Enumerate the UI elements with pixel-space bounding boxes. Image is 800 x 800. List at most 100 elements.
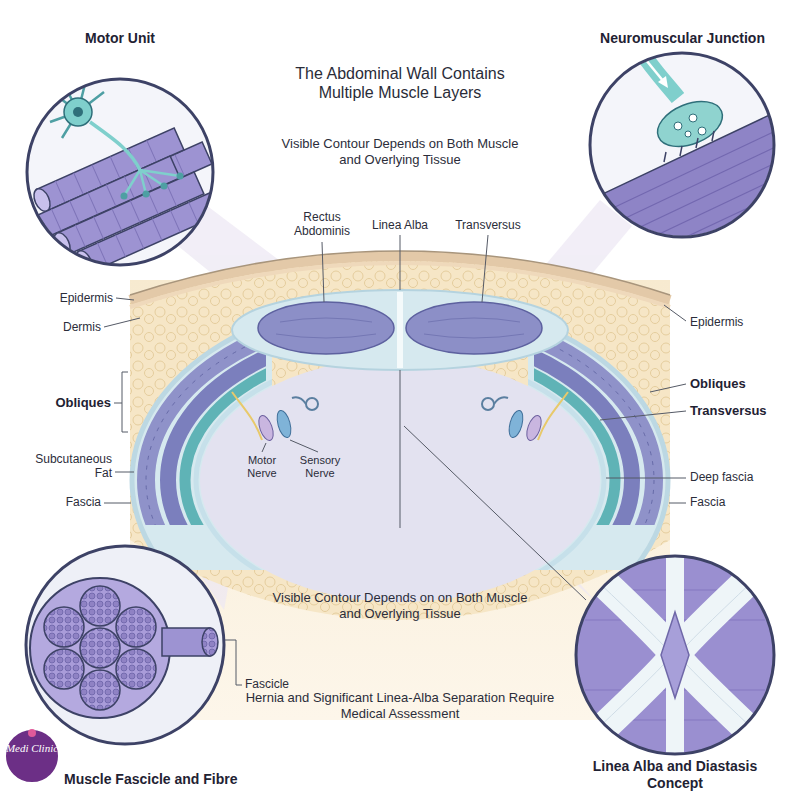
nerve: [538, 392, 568, 440]
inset-heading: Muscle Fascicle and Fibre: [64, 771, 238, 788]
part-label: Motor Nerve: [235, 454, 289, 480]
part-label: Fascia: [690, 495, 725, 509]
rectus-abdominis: [406, 302, 542, 354]
leader-line: [669, 503, 686, 504]
rectus-abdominis: [397, 292, 403, 368]
junction-inset: [674, 122, 682, 130]
leader-line: [650, 384, 686, 392]
motor-unit-inset: [64, 98, 92, 126]
leader-line: [262, 443, 266, 452]
clinic-logo: [5, 729, 59, 783]
leader-line: [115, 472, 134, 473]
clinic-logo: [28, 729, 36, 737]
fascicle-inset: [44, 607, 84, 647]
nerve: [494, 397, 508, 404]
junction-inset: [590, 50, 790, 268]
part-label: Visible Contour Depends on on Both Muscl…: [270, 590, 530, 621]
leader-line: [114, 372, 128, 432]
inset-circle: Linea Alba and Diastasis Concept: [560, 550, 790, 792]
nerve: [507, 409, 526, 439]
nerve: [292, 397, 306, 404]
leader-line: [600, 411, 686, 420]
leader-line: [104, 318, 140, 327]
junction-inset: [685, 131, 691, 137]
motor-unit-inset: [121, 193, 128, 200]
junction-inset: [651, 93, 729, 156]
fascicle-inset: [116, 607, 156, 647]
part-label: Hernia and Significant Linea-Alba Separa…: [235, 690, 565, 721]
nerve: [482, 398, 494, 410]
part-label: Sensory Nerve: [293, 454, 347, 480]
leader-line: [606, 478, 686, 479]
leader-line: [400, 370, 401, 528]
leader-line: [400, 235, 401, 290]
motor-unit-inset: [27, 79, 213, 265]
fascicle-inset: [30, 578, 170, 718]
fascicle-inset: [44, 649, 84, 689]
motor-unit-inset: [124, 170, 180, 196]
fascicle-inset: [116, 649, 156, 689]
clinic-logo: [5, 729, 59, 783]
part-label: Fascia: [66, 495, 101, 509]
inset-circle: Neuromuscular Junction: [570, 30, 795, 240]
nerve: [275, 409, 294, 439]
muscle-layers: [185, 345, 615, 615]
rectus-abdominis: [232, 290, 568, 370]
motor-unit-inset: [90, 122, 140, 170]
leader-line: [322, 242, 324, 302]
junction-inset: [646, 60, 664, 82]
nerve: [256, 414, 276, 443]
motor-unit-inset: [161, 183, 168, 190]
muscle-layers: [168, 330, 632, 630]
junction-inset: [689, 114, 697, 122]
linea-alba-inset: [576, 556, 774, 754]
linea-alba-inset: [585, 552, 765, 758]
nerve: [524, 414, 544, 443]
part-label: Subcutaneous Fat: [20, 452, 112, 481]
part-label: Deep fascia: [690, 470, 753, 484]
part-label: Obliques: [55, 395, 111, 411]
fascicle-inset: [80, 628, 120, 668]
part-label: Transversus: [690, 403, 767, 419]
fascicle-inset: [26, 546, 224, 744]
part-label: Obliques: [690, 376, 746, 392]
leader-line: [664, 305, 686, 321]
fascicle-inset: [26, 546, 224, 744]
fascicle-inset: [26, 546, 224, 744]
fascia-layer: [196, 354, 604, 606]
leader-line: [290, 440, 318, 452]
fascicle-inset: [30, 578, 218, 718]
motor-unit-inset: [177, 173, 184, 180]
linea-alba-inset: [661, 612, 689, 698]
junction-inset: [590, 50, 790, 268]
motor-unit-inset: [27, 76, 226, 276]
junction-inset: [590, 53, 774, 237]
part-label: Transversus: [443, 218, 533, 232]
fascicle-inset: [202, 628, 218, 656]
leader-line: [482, 235, 488, 302]
part-label: Rectus Abdominis: [280, 210, 364, 239]
inset-heading: Motor Unit: [85, 30, 155, 47]
motor-unit-inset: [27, 76, 226, 276]
linea-alba-inset: [576, 552, 774, 758]
fascicle-inset: [80, 670, 120, 710]
motor-unit-inset: [143, 191, 150, 198]
leader-line: [116, 298, 134, 300]
junction-inset: [664, 131, 714, 162]
motor-unit-inset: [50, 76, 104, 138]
fascicle-inset: [80, 586, 120, 626]
abdominal-cavity: [200, 358, 600, 602]
part-label: Epidermis: [60, 291, 113, 305]
part-label: Linea Alba: [360, 218, 440, 232]
part-label: Epidermis: [690, 315, 743, 329]
logo-text: Medi Clinic: [5, 742, 59, 755]
leader-line: [404, 426, 586, 600]
part-label: Dermis: [63, 320, 101, 334]
motor-unit-inset: [73, 107, 83, 117]
junction-inset: [698, 127, 706, 135]
inset-circle: Motor Unit: [20, 30, 220, 270]
nerve: [232, 392, 262, 440]
part-label: Fascicle: [245, 677, 289, 691]
